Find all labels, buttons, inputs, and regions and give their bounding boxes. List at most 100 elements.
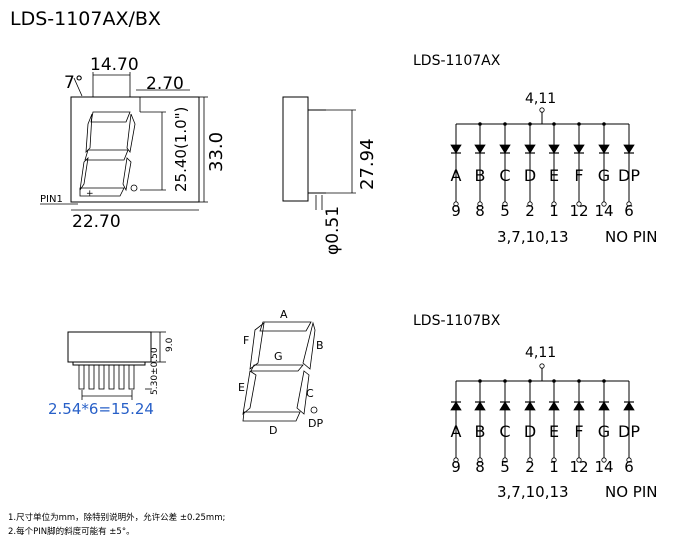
dim-width-top: 14.70 bbox=[90, 55, 139, 75]
segment-led-c: C5 bbox=[499, 122, 511, 220]
pin-terminal bbox=[576, 457, 582, 463]
pin-terminal bbox=[527, 457, 533, 463]
pin-number: 12 bbox=[569, 458, 588, 476]
dim-width-bottom: 22.70 bbox=[72, 212, 121, 232]
pin-terminal bbox=[477, 201, 483, 207]
segment-label: A bbox=[451, 166, 462, 185]
segment-label: A bbox=[451, 422, 462, 441]
pin-number: 5 bbox=[500, 202, 510, 220]
pin-number: 14 bbox=[594, 458, 613, 476]
segment-led-dp: DP6 bbox=[618, 381, 640, 476]
segment-label: D bbox=[524, 422, 536, 441]
pin-terminal bbox=[601, 457, 607, 463]
pin-terminal bbox=[626, 201, 632, 207]
pin-number: 1 bbox=[549, 202, 559, 220]
pin-number: 2 bbox=[525, 202, 535, 220]
diode-symbol bbox=[623, 144, 635, 154]
pin1-label: PIN1 bbox=[40, 194, 63, 205]
schematic-bx-common: 4,11 bbox=[525, 345, 556, 361]
segment-outlines bbox=[242, 321, 318, 422]
note-2: 2.每个PIN脚的斜度可能有 ±5°。 bbox=[8, 526, 135, 537]
seg-label-c: C bbox=[306, 387, 314, 400]
diode-symbol bbox=[474, 401, 486, 411]
seg-label-b: B bbox=[316, 339, 324, 352]
diode-symbol bbox=[474, 144, 486, 154]
seg-label-e: E bbox=[238, 381, 245, 394]
pin-number: 2 bbox=[525, 458, 535, 476]
seg-label-dp: DP bbox=[308, 417, 323, 430]
segment-led-g: G 14 bbox=[594, 379, 614, 476]
segment-label: DP bbox=[618, 422, 640, 441]
pin-number: 6 bbox=[624, 202, 634, 220]
seg-label-g: G bbox=[274, 350, 283, 363]
side-view: 27.94 φ0.51 bbox=[282, 96, 378, 255]
diode-symbol bbox=[623, 401, 635, 411]
front-digit-outline bbox=[79, 111, 138, 197]
segment-led-e: E1 bbox=[548, 379, 560, 476]
schematic-bx-title: LDS-1107BX bbox=[413, 313, 501, 329]
pin-terminal bbox=[626, 457, 632, 463]
segment-label: B bbox=[475, 166, 486, 185]
note-1: 1.尺寸单位为mm，除特别说明外，允许公差 ±0.25mm; bbox=[8, 512, 225, 523]
segment-led-b: B8 bbox=[474, 122, 486, 220]
segment-label: F bbox=[574, 422, 583, 441]
seg-label-a: A bbox=[280, 308, 288, 321]
segment-label: F bbox=[574, 166, 583, 185]
segment-label: E bbox=[549, 166, 559, 185]
svg-text:+: + bbox=[86, 189, 94, 199]
pin-terminal bbox=[551, 457, 557, 463]
seg-label-f: F bbox=[243, 334, 249, 347]
side-body-outline bbox=[282, 96, 309, 202]
diode-symbol bbox=[548, 401, 560, 411]
schematic-ax-nc: 3,7,10,13 bbox=[497, 228, 569, 246]
diode-symbol bbox=[524, 401, 536, 411]
segment-led-a: A9 bbox=[450, 124, 462, 220]
common-terminal bbox=[539, 363, 545, 369]
pin-number: 9 bbox=[451, 458, 461, 476]
diode-symbol bbox=[548, 144, 560, 154]
pin-terminal bbox=[502, 201, 508, 207]
segment-led-d: D2 bbox=[524, 379, 536, 476]
pin-terminal bbox=[453, 457, 459, 463]
segment-label: E bbox=[549, 422, 559, 441]
segment-label: G bbox=[598, 422, 610, 441]
dim-digit-height: 25.40(1.0") bbox=[172, 107, 190, 192]
pin-number: 1 bbox=[549, 458, 559, 476]
dim-pin-diameter: φ0.51 bbox=[323, 206, 343, 255]
pin-number: 9 bbox=[451, 202, 461, 220]
segment-label: DP bbox=[618, 166, 640, 185]
schematic-bx-nc: 3,7,10,13 bbox=[497, 483, 569, 501]
segment-label: B bbox=[475, 422, 486, 441]
segment-led-f: F12 bbox=[569, 122, 589, 220]
schematic-bx-nc-label: NO PIN bbox=[605, 483, 658, 501]
diode-symbol bbox=[499, 144, 511, 154]
pin-view-pins bbox=[78, 364, 135, 390]
pin-terminal bbox=[551, 201, 557, 207]
segment-led-f: F 12 bbox=[569, 379, 589, 476]
diode-symbol bbox=[499, 401, 511, 411]
segment-label: D bbox=[524, 166, 536, 185]
segment-led-e: E1 bbox=[548, 122, 560, 220]
segment-led-d: D2 bbox=[524, 122, 536, 220]
diode-symbol bbox=[450, 144, 462, 154]
segment-led-c: C5 bbox=[499, 379, 511, 476]
pin-number: 8 bbox=[475, 202, 485, 220]
diode-symbol bbox=[573, 144, 585, 154]
segment-label: C bbox=[499, 166, 510, 185]
dim-pin-length: 27.94 bbox=[357, 138, 378, 190]
dim-pin-view-height: 9.0 bbox=[165, 337, 175, 352]
segment-led-g: G14 bbox=[594, 122, 614, 220]
pin-terminal bbox=[601, 201, 607, 207]
segment-diagram: A B C D E F G DP bbox=[238, 308, 324, 437]
schematic-ax-nc-label: NO PIN bbox=[605, 228, 658, 246]
seg-label-d: D bbox=[269, 424, 277, 437]
common-terminal bbox=[539, 107, 545, 113]
pin-number: 5 bbox=[500, 458, 510, 476]
front-body-outline bbox=[70, 96, 200, 203]
pin-terminal bbox=[453, 201, 459, 207]
